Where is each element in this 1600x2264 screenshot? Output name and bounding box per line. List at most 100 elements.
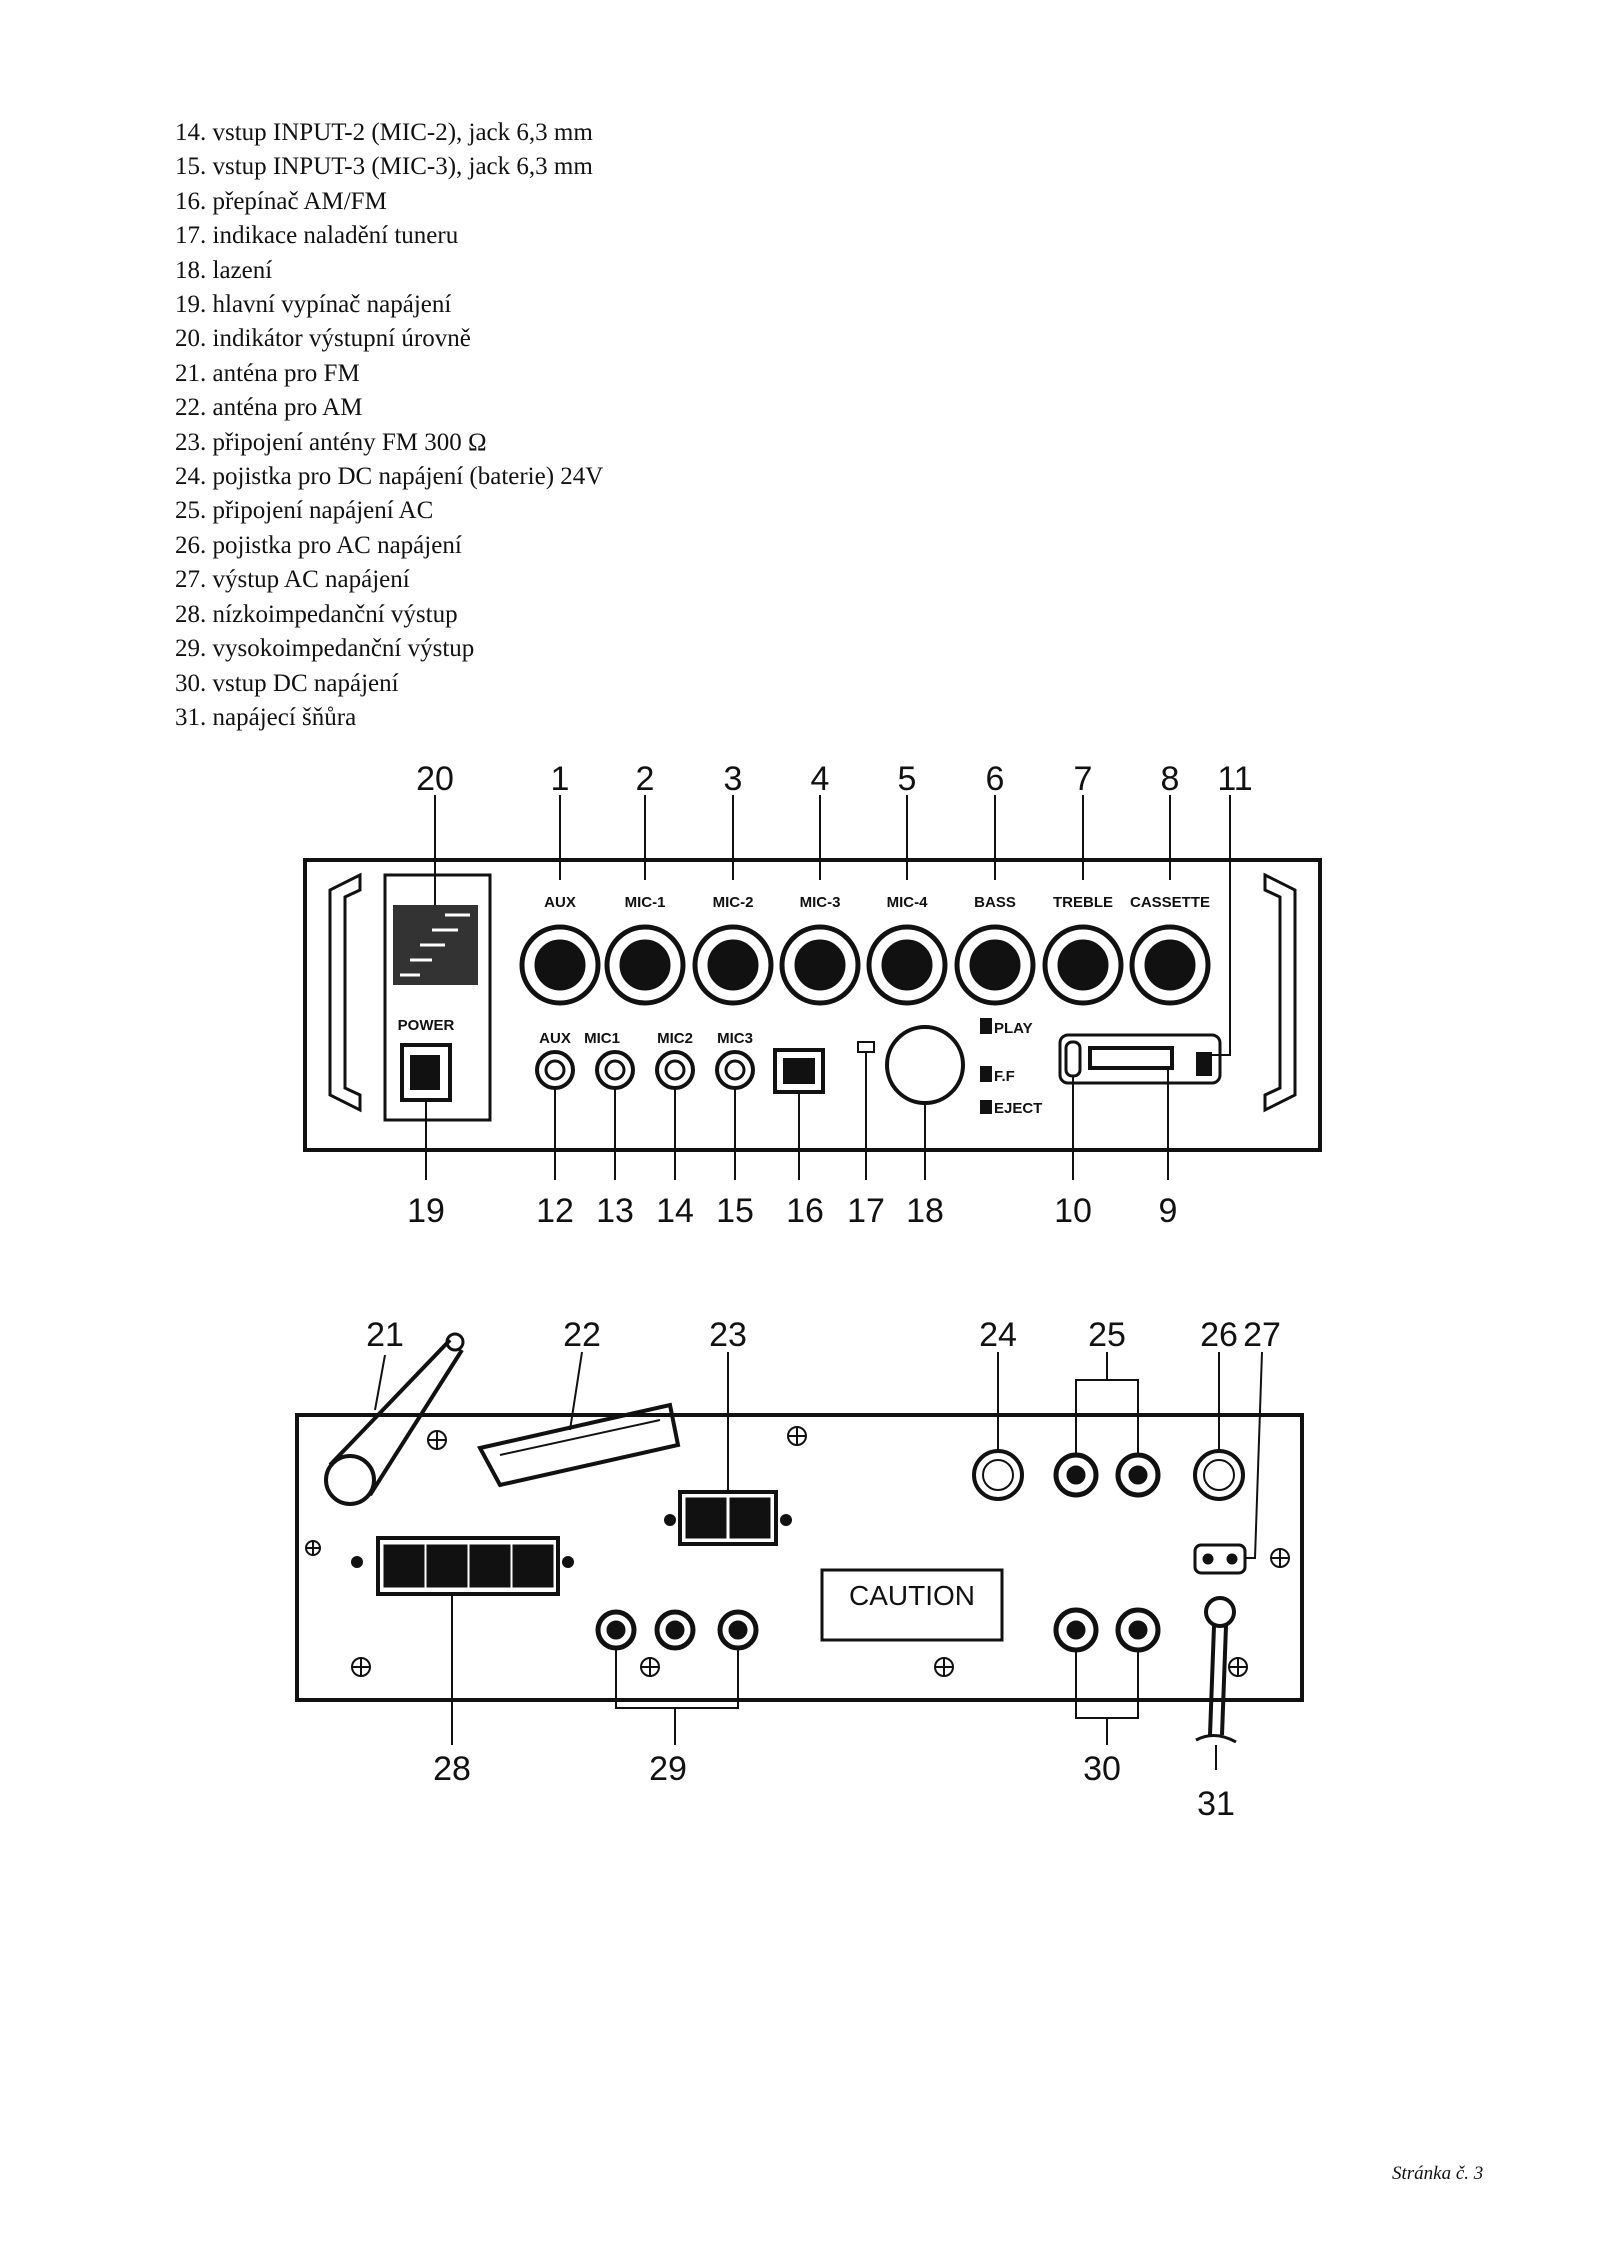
callout-number: 26	[1200, 1316, 1238, 1354]
callout-number: 17	[847, 1192, 885, 1230]
list-item: 30. vstup DC napájení	[175, 669, 399, 697]
ac-fuse[interactable]	[1193, 1449, 1245, 1501]
knob-mic-3[interactable]	[779, 924, 861, 1006]
cassette-label-eject: EJECT	[994, 1100, 1042, 1117]
callout-number: 30	[1083, 1750, 1121, 1788]
right-handle	[1263, 872, 1297, 1113]
callout-number: 9	[1159, 1192, 1178, 1230]
low-impedance-terminals[interactable]	[376, 1536, 560, 1596]
power-cord	[1195, 1596, 1237, 1744]
legend-list: 14. vstup INPUT-2 (MIC-2), jack 6,3 mm 1…	[175, 116, 603, 735]
knob-label: MIC-2	[713, 894, 754, 911]
knob-mic-1[interactable]	[604, 924, 686, 1006]
jack-mic1[interactable]	[595, 1050, 635, 1090]
am-antenna	[476, 1402, 681, 1488]
caution-label: CAUTION	[849, 1580, 975, 1611]
knobs	[519, 924, 1211, 1006]
callout-number: 18	[906, 1192, 944, 1230]
callout-number: 19	[407, 1192, 445, 1230]
list-item: 18. lazení	[175, 256, 273, 284]
input-jacks	[535, 1050, 755, 1090]
knob-label: CASSETTE	[1130, 894, 1210, 911]
cassette-eject-key[interactable]	[1196, 1052, 1212, 1076]
jack-mic3[interactable]	[715, 1050, 755, 1090]
fm-antenna	[324, 1332, 465, 1506]
callout-number: 27	[1243, 1316, 1281, 1354]
callout-number: 29	[649, 1750, 687, 1788]
knob-mic-4[interactable]	[866, 924, 948, 1006]
jack-label: AUX	[539, 1030, 571, 1047]
ac-power-posts[interactable]	[1053, 1452, 1161, 1498]
cassette-label-play: PLAY	[994, 1020, 1033, 1037]
rear-leader-lines	[374, 1351, 1263, 1770]
list-item: 15. vstup INPUT-3 (MIC-3), jack 6,3 mm	[175, 153, 593, 181]
cassette-indicator	[1064, 1040, 1082, 1078]
callout-number: 25	[1088, 1316, 1126, 1354]
callout-number: 4	[811, 760, 830, 798]
left-handle	[328, 872, 362, 1113]
list-item: 26. pojistka pro AC napájení	[175, 531, 462, 559]
list-item: 31. napájecí šňůra	[175, 703, 357, 731]
cassette-labels: PLAY F.F EJECT	[994, 1020, 1042, 1117]
callout-number: 16	[786, 1192, 824, 1230]
callout-number: 28	[433, 1750, 471, 1788]
callout-number: 7	[1074, 760, 1093, 798]
jack-labels: AUX MIC1 MIC2 MIC3	[539, 1030, 753, 1047]
callout-number: 12	[536, 1192, 574, 1230]
meter-panel	[383, 873, 492, 1122]
callout-number: 5	[898, 760, 917, 798]
front-leader-lines	[425, 795, 1231, 1180]
power-label: POWER	[398, 1017, 455, 1034]
front-panel-outline	[303, 858, 1322, 1152]
callout-number: 14	[656, 1192, 694, 1230]
list-item: 25. připojení napájení AC	[175, 497, 434, 525]
cassette-label-ff: F.F	[994, 1068, 1015, 1085]
dc-fuse[interactable]	[972, 1449, 1024, 1501]
knob-labels: AUX MIC-1 MIC-2 MIC-3 MIC-4 BASS TREBLE …	[544, 894, 1210, 911]
cassette-slot	[1058, 1033, 1222, 1085]
jack-aux[interactable]	[535, 1050, 575, 1090]
list-item: 27. výstup AC napájení	[175, 566, 410, 594]
am-fm-switch-rocker	[783, 1058, 815, 1084]
rear-top-callouts: 21 22 23 24 25 26 27	[366, 1316, 1281, 1354]
cassette-door[interactable]	[1088, 1046, 1174, 1070]
knob-label: AUX	[544, 894, 576, 911]
power-switch-rocker	[410, 1055, 440, 1090]
list-item: 28. nízkoimpedanční výstup	[175, 600, 458, 628]
level-meter-bars	[400, 913, 470, 977]
callout-number: 10	[1054, 1192, 1092, 1230]
callout-number: 23	[709, 1316, 747, 1354]
tuning-indicator	[857, 1041, 875, 1053]
callout-number: 8	[1161, 760, 1180, 798]
knob-treble[interactable]	[1042, 924, 1124, 1006]
knob-label: MIC-1	[625, 894, 666, 911]
fm-300-ohm-terminals[interactable]	[678, 1490, 778, 1546]
knob-label: MIC-4	[887, 894, 928, 911]
jack-label: MIC2	[657, 1030, 693, 1047]
knob-label: TREBLE	[1053, 894, 1113, 911]
front-bottom-callouts: 19 12 13 14 15 16 17 18 10 9	[407, 1192, 1177, 1230]
list-item: 23. připojení antény FM 300 Ω	[175, 428, 487, 456]
ac-output-socket[interactable]	[1193, 1543, 1247, 1575]
knob-label: BASS	[974, 894, 1016, 911]
knob-mic-2[interactable]	[692, 924, 774, 1006]
callout-number: 24	[979, 1316, 1017, 1354]
knob-cassette[interactable]	[1129, 924, 1211, 1006]
list-item: 21. anténa pro FM	[175, 359, 360, 387]
knob-aux[interactable]	[519, 924, 601, 1006]
knob-label: MIC-3	[800, 894, 841, 911]
callout-number: 31	[1197, 1785, 1235, 1823]
callout-number: 21	[366, 1316, 404, 1354]
rear-panel	[295, 1332, 1304, 1770]
dc-input-posts[interactable]	[1053, 1607, 1161, 1653]
jack-mic2[interactable]	[655, 1050, 695, 1090]
list-item: 14. vstup INPUT-2 (MIC-2), jack 6,3 mm	[175, 119, 593, 146]
tuning-knob[interactable]	[885, 1025, 965, 1105]
knob-bass[interactable]	[954, 924, 1036, 1006]
high-impedance-outputs[interactable]	[595, 1609, 759, 1651]
callout-number: 11	[1217, 760, 1252, 798]
front-panel	[303, 795, 1322, 1180]
list-item: 16. přepínač AM/FM	[175, 187, 387, 215]
jack-label: MIC3	[717, 1030, 753, 1047]
